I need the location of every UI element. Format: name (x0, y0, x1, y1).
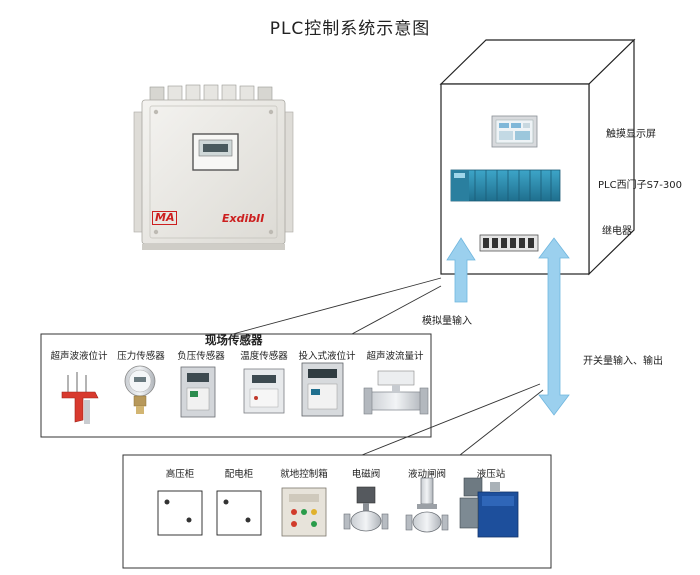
sensor-label: 超声波流量计 (366, 351, 424, 362)
sensor-label: 压力传感器 (117, 351, 165, 362)
sensor-label: 温度传感器 (240, 351, 288, 362)
actuator-label: 配电柜 (224, 469, 254, 480)
actuator-label: 高压柜 (165, 469, 195, 480)
sensor-label: 超声波液位计 (50, 351, 108, 362)
analog-input-label: 模拟量输入 (422, 316, 472, 327)
relay-label: 继电器 (602, 226, 632, 237)
device-logo: MA (152, 211, 178, 225)
touch-screen-label: 触摸显示屏 (606, 129, 656, 140)
digital-io-label: 开关量输入、输出 (583, 356, 663, 367)
cable-glands (149, 84, 273, 102)
actuator-label: 液压站 (476, 469, 506, 480)
sensor-group-title: 现场传感器 (205, 333, 263, 347)
sensor-label: 负压传感器 (177, 351, 225, 362)
explosion-proof-marking: ExdibII (222, 212, 265, 225)
actuator-label: 液动闸阀 (407, 469, 446, 480)
explosion-proof-enclosure (133, 84, 294, 250)
plc-label: PLC西门子S7-300 (598, 180, 682, 191)
sensor-label: 投入式液位计 (298, 351, 356, 362)
actuator-label: 就地控制箱 (280, 469, 328, 480)
actuator-label: 电磁阀 (351, 469, 381, 480)
diagram-title: PLC控制系统示意图 (269, 19, 431, 39)
